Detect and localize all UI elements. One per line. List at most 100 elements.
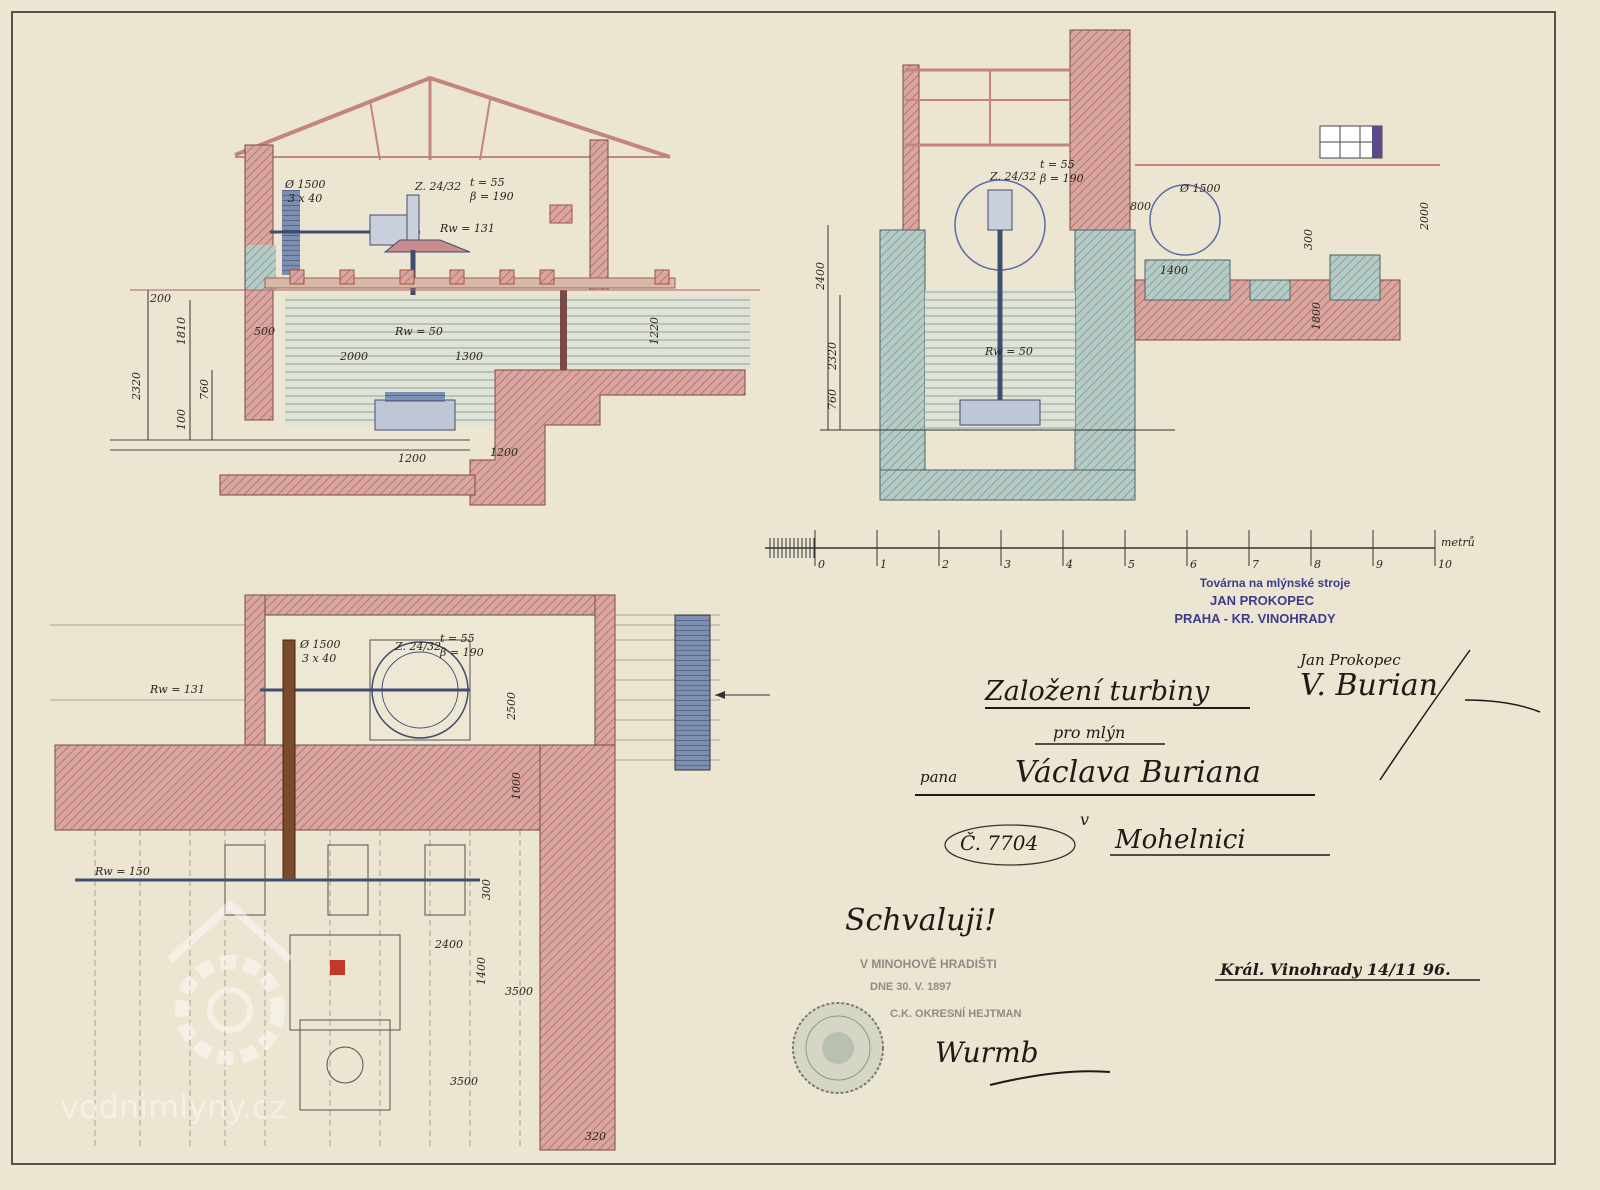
scale-tick-label: 2	[941, 558, 949, 571]
watermark-logo: vodnimlyny.cz	[60, 899, 293, 1126]
chimney	[1069, 29, 1131, 231]
scale-tick-label: 1	[880, 558, 887, 571]
water-headrace	[285, 295, 750, 370]
scale-tick-label: 3	[1004, 558, 1011, 571]
signature-owner: V. Burian	[1300, 668, 1438, 703]
office-stamp-line3: C.K. OKRESNÍ HEJTMAN	[890, 1007, 1021, 1020]
gear-housing	[406, 194, 420, 241]
label-d2: 1300	[455, 350, 483, 363]
crossed-out-scribble	[944, 824, 1076, 866]
plan-view: Rw = 131 Z. 24/32 t = 55 β = 190 Ø 1500 …	[50, 594, 770, 1151]
label-h3: 760	[826, 389, 839, 410]
label-gear: Z. 24/32	[394, 640, 441, 653]
label-wall: 500	[254, 325, 275, 338]
label-gear: Z. 24/32	[989, 170, 1036, 183]
label-belt: 3 x 40	[302, 652, 336, 665]
label-beta: β = 190	[1039, 172, 1084, 185]
stamp-line3: PRAHA - KR. VINOHRADY	[1174, 611, 1336, 626]
plan-belt	[282, 639, 296, 881]
label-pitch: t = 55	[440, 632, 475, 645]
foundation	[469, 369, 746, 506]
label-h-total: 2320	[130, 372, 143, 401]
arrow-icon	[715, 691, 725, 699]
label-h2: 2320	[826, 342, 839, 371]
round-seal	[792, 1002, 884, 1094]
label-d5: 1400	[475, 957, 488, 985]
label-h3: 100	[175, 409, 188, 430]
wall-right	[1074, 229, 1136, 501]
label-d2: 3500	[450, 1075, 478, 1088]
title-place: Mohelnici	[1114, 825, 1246, 855]
roof	[234, 75, 671, 159]
title-crossed: Č. 7704	[960, 830, 1038, 855]
signature-approver: Wurmb	[935, 1036, 1039, 1069]
scale-bar: 0 1 2 3 4 5 6 7 8 9 10 metrů	[765, 530, 1475, 571]
scale-tick-label: 9	[1376, 558, 1383, 571]
label-pitch: t = 55	[470, 176, 505, 189]
scale-tick-label: 5	[1128, 558, 1135, 571]
label-gear: Z. 24/32	[414, 180, 461, 193]
label-d4: 2500	[505, 692, 518, 721]
plan-wall-main	[54, 744, 616, 831]
label-shaft: Rw = 131	[149, 683, 205, 696]
label-beta: β = 190	[439, 646, 484, 659]
label-d8: 300	[480, 879, 493, 900]
label-pulley: Ø 1500	[284, 178, 326, 191]
title-line2: pro mlýn	[1053, 723, 1125, 742]
turbine-runner	[959, 399, 1041, 426]
scale-tick-label: 10	[1438, 558, 1452, 571]
scale-tick-label: 8	[1314, 558, 1321, 571]
intake-grate	[674, 614, 711, 771]
title-v: v	[1080, 810, 1089, 829]
label-pitch: t = 55	[1040, 158, 1075, 171]
label-d1: 3500	[505, 985, 533, 998]
label-d6: 200	[149, 292, 171, 305]
label-h1: 1810	[175, 317, 188, 345]
label-shaft: Rw = 50	[984, 345, 1033, 358]
label-d5: 1200	[490, 446, 518, 459]
scale-tick-label: 0	[818, 558, 825, 571]
label-shaft: Rw = 50	[394, 325, 443, 338]
label-d4: 800	[1130, 200, 1151, 213]
label-d1: 2000	[339, 350, 368, 363]
label-d2: 2000	[1418, 202, 1431, 231]
stamp-line1: Továrna na mlýnské stroje	[1200, 576, 1351, 590]
wall-left	[879, 229, 926, 501]
title-prefix: pana	[920, 768, 957, 786]
label-shaft-top: Rw = 131	[439, 222, 495, 235]
title-name: Václava Buriana	[1015, 755, 1261, 790]
office-stamp-line1: V MINOHOVĚ HRADIŠTI	[860, 956, 997, 971]
turbine-runner	[374, 399, 456, 431]
label-pulley: Ø 1500	[299, 638, 341, 651]
label-d4: 1220	[648, 317, 661, 345]
signature-maker: Jan Prokopec	[1297, 651, 1401, 669]
title-block: Továrna na mlýnské stroje JAN PROKOPEC P…	[792, 576, 1541, 1094]
scale-tick-label: 4	[1065, 558, 1073, 571]
office-stamp-line2: DNE 30. V. 1897	[870, 981, 952, 993]
plan-wall-right	[539, 744, 616, 1151]
stamp-line2: JAN PROKOPEC	[1210, 593, 1315, 608]
label-h2: 760	[198, 379, 211, 400]
label-beta: β = 190	[469, 190, 514, 203]
label-pulley: Ø 1500	[1179, 182, 1221, 195]
label-d3: 1200	[398, 452, 426, 465]
section-right: Z. 24/32 t = 55 β = 190 Ø 1500 2400 2320…	[814, 29, 1440, 501]
sheet-border	[11, 11, 1556, 1165]
window-icon	[1319, 125, 1383, 159]
section-left: Z. 24/32 t = 55 β = 190 Ø 1500 3 x 40 Rw…	[110, 75, 760, 506]
date-place: Král. Vinohrady 14/11 96.	[1219, 960, 1451, 979]
label-d7: 1000	[510, 772, 523, 800]
label-shaft2: Rw = 150	[94, 865, 150, 878]
label-d6: 2400	[434, 938, 463, 951]
label-h1: 2400	[814, 262, 827, 291]
watermark-text: vodnimlyny.cz	[60, 1088, 286, 1126]
label-d1: 1400	[1160, 264, 1188, 277]
scale-unit: metrů	[1441, 536, 1475, 549]
label-belt: 3 x 40	[288, 192, 322, 205]
scale-tick-label: 6	[1190, 558, 1197, 571]
label-d5: 300	[1302, 229, 1315, 250]
scale-tick-label: 7	[1252, 558, 1259, 571]
label-d3: 320	[585, 1130, 606, 1143]
